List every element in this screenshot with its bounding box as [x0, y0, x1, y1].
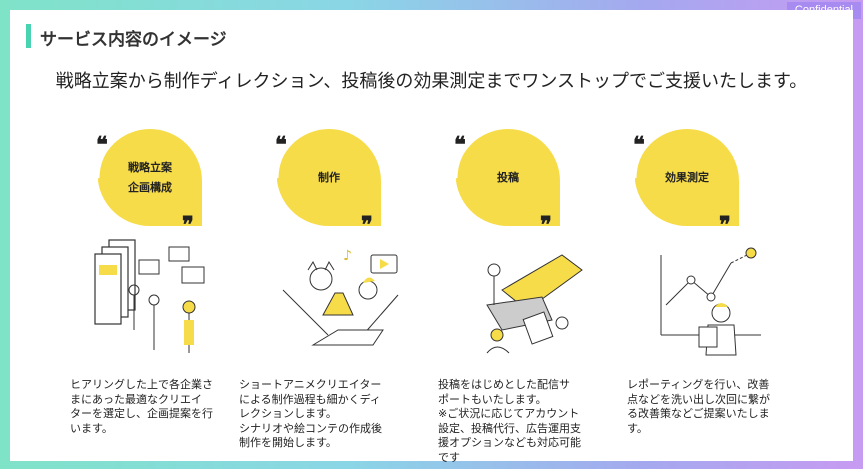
production-illustration: ♪ — [253, 235, 413, 360]
step-label-1: 効果測定 — [665, 171, 709, 184]
svg-text:❝: ❝ — [633, 132, 645, 158]
svg-text:❝: ❝ — [454, 132, 466, 158]
posting-illustration — [432, 235, 592, 360]
svg-text:❞: ❞ — [182, 212, 194, 228]
analytics-illustration — [611, 235, 771, 360]
planning-illustration — [74, 235, 234, 360]
svg-text:♪: ♪ — [343, 248, 352, 264]
svg-text:❝: ❝ — [96, 132, 108, 158]
title-accent-bar — [26, 24, 31, 48]
svg-text:❞: ❞ — [719, 212, 731, 228]
slide-card: サービス内容のイメージ 戦略立案から制作ディレクション、投稿後の効果測定までワン… — [10, 10, 853, 464]
step-description: レポーティングを行い、改善 点などを洗い出し次回に繋が る改善策などご提案いたし… — [627, 378, 770, 435]
step-label-2: 企画構成 — [128, 181, 172, 194]
step-description: ショートアニメクリエイター による制作過程も細かくディ レクションします。 シナ… — [239, 378, 382, 449]
lead-text: 戦略立案から制作ディレクション、投稿後の効果測定までワンストップでご支援いたしま… — [55, 71, 808, 92]
step-description: 投稿をはじめとした配信サ ポートもいたします。 ※ご状況に応じてアカウント 設定… — [438, 378, 581, 464]
section-title: サービス内容のイメージ — [40, 30, 227, 50]
svg-text:❝: ❝ — [275, 132, 287, 158]
step-label-1: 戦略立案 — [128, 161, 172, 174]
step-bubble: ❝ ❞ 制作 — [273, 128, 385, 228]
svg-text:❞: ❞ — [540, 212, 552, 228]
step-description: ヒアリングした上で各企業さ まにあった最適なクリエイ ターを選定し、企画提案を行… — [70, 378, 213, 435]
svg-text:❞: ❞ — [361, 212, 373, 228]
step-bubble: ❝ ❞ 投稿 — [452, 128, 564, 228]
step-bubble: ❝ ❞ 戦略立案企画構成 — [94, 128, 206, 228]
step-label-1: 制作 — [318, 171, 340, 184]
step-label-1: 投稿 — [497, 171, 519, 184]
step-bubble: ❝ ❞ 効果測定 — [631, 128, 743, 228]
